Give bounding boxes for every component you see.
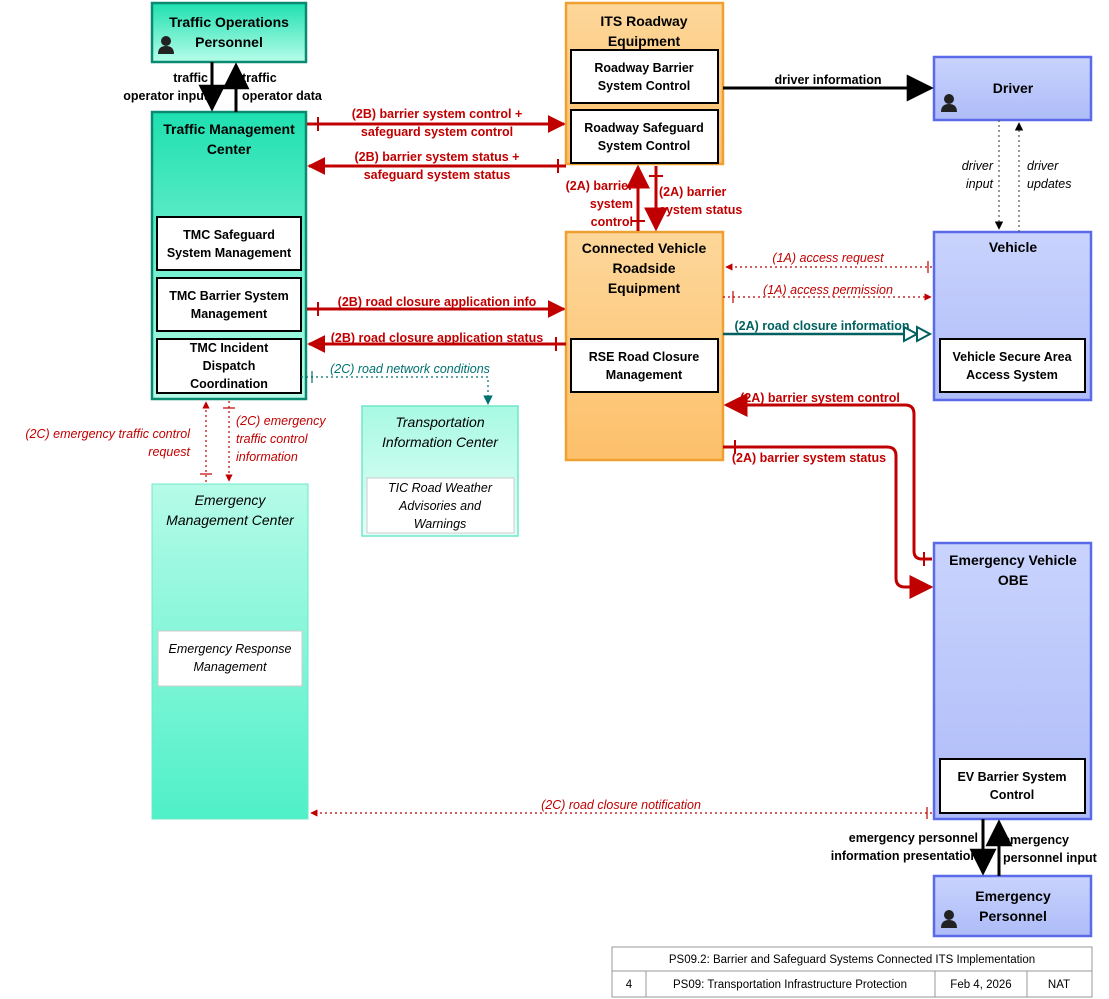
flow-label: (2B) road closure application status [331, 331, 544, 345]
flow-2a-ev-barrier-system-status: (2A) barrier system status [723, 440, 934, 599]
footer-title: PS09.2: Barrier and Safeguard Systems Co… [669, 954, 1035, 966]
entity-title: Vehicle [989, 239, 1037, 255]
flow-2b-barrier-safeguard-control: (2B) barrier system control +safeguard s… [307, 107, 566, 139]
entity-title: Driver [993, 80, 1034, 96]
flow-2a-road-closure-information: (2A) road closure information [723, 319, 933, 343]
footer-title-block: PS09.2: Barrier and Safeguard Systems Co… [611, 946, 1093, 998]
flow-label: driver information [775, 73, 882, 87]
flow-label: (2C) road closure notification [541, 798, 701, 812]
footer-region: NAT [1048, 979, 1070, 991]
flow-label: (2B) road closure application info [338, 295, 537, 309]
flow-2c-road-network-conditions: (2C) road network conditions [301, 362, 493, 405]
flow-2b-road-closure-application-info: (2B) road closure application info [307, 295, 566, 318]
flow-label: (1A) access request [772, 251, 884, 265]
flow-label: (2B) barrier system control +safeguard s… [352, 107, 523, 139]
entity-driver[interactable]: Driver [932, 55, 1093, 122]
flow-label: (2A) barrier system status [732, 451, 886, 465]
flow-label: (2C) road network conditions [330, 362, 490, 376]
flow-2b-barrier-safeguard-status: (2B) barrier system status +safeguard sy… [307, 150, 566, 182]
footer-date: Feb 4, 2026 [950, 979, 1011, 991]
flow-2b-road-closure-application-status: (2B) road closure application status [307, 331, 566, 353]
flow-label: (2A) road closure information [734, 319, 909, 333]
footer-package: PS09: Transportation Infrastructure Prot… [673, 979, 907, 991]
flow-label: (2B) barrier system status +safeguard sy… [354, 150, 519, 182]
flow-1a-access-permission: (1A) access permission [723, 283, 932, 303]
person-icon [941, 910, 957, 928]
footer-page: 4 [626, 979, 633, 991]
person-icon [941, 94, 957, 112]
person-icon [158, 36, 174, 54]
flow-1a-access-request: (1A) access request [725, 251, 932, 273]
flow-label: (2A) barrier system control [740, 391, 900, 405]
flow-label: (1A) access permission [763, 283, 893, 297]
flow-driver-information: driver information [723, 73, 934, 102]
flow-2c-road-closure-notification: (2C) road closure notification [310, 798, 932, 819]
flow-2a-ev-barrier-system-control: (2A) barrier system control [723, 391, 932, 566]
